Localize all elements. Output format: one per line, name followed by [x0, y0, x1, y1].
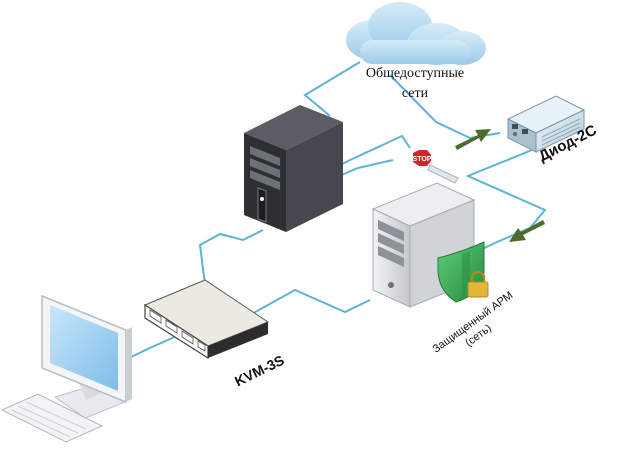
stop-sign-icon: STOP: [413, 150, 459, 184]
keyboard: [0, 393, 104, 443]
public-network-cloud: [346, 2, 486, 65]
link-kvm-server: [198, 229, 264, 293]
diod-2c-device: [506, 95, 586, 153]
link-diod-arm: [465, 149, 547, 251]
cloud-label-line2: сети: [401, 86, 429, 101]
link-kvm-arm: [249, 288, 371, 316]
server-tower: [244, 105, 343, 232]
data-direction-arrows: [455, 129, 545, 242]
arrow-to-diod-icon: [455, 129, 491, 150]
cloud-label-line1: Общедоступные: [365, 66, 465, 81]
cloud-label: Общедоступные сети: [355, 64, 475, 104]
link-server-cloud: [303, 61, 361, 117]
user-workstation: [0, 294, 132, 443]
kvm-switch: [143, 279, 270, 360]
shield-lock-icon: [437, 241, 489, 303]
arrow-to-arm-icon: [509, 220, 545, 242]
svg-text:STOP: STOP: [413, 156, 432, 163]
